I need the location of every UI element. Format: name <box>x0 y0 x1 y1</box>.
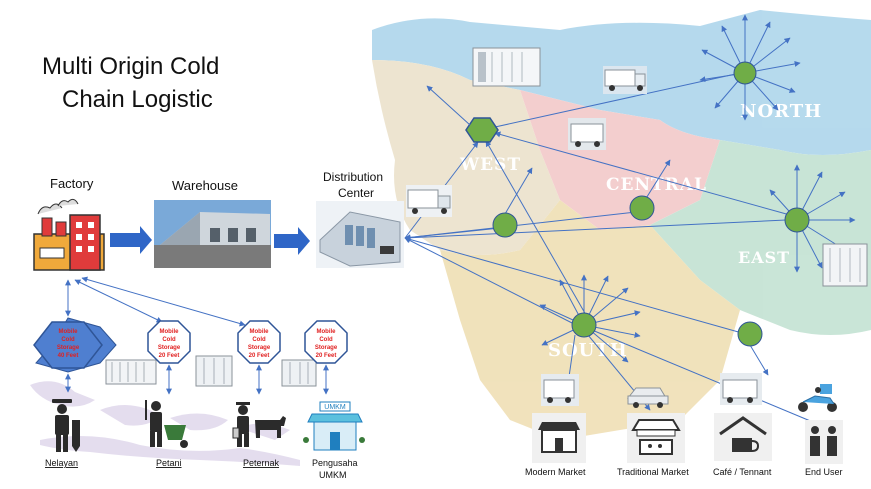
factory-label: Factory <box>50 176 94 191</box>
svg-text:Storage: Storage <box>158 345 181 351</box>
region-label-central: CENTRAL <box>606 175 707 195</box>
map-east-region <box>650 140 871 335</box>
origin-label-pengusaha-line1: Pengusaha <box>312 458 358 468</box>
traditional-market-icon <box>627 413 685 463</box>
origin-label-petani: Petani <box>156 458 182 468</box>
container-20ft-photo-b <box>281 359 317 387</box>
modern-market-icon <box>532 413 586 463</box>
reefer-van-photo-central <box>568 118 606 150</box>
hub-west-hexagon <box>426 85 499 143</box>
cafe-icon <box>714 413 772 461</box>
region-label-west: WEST <box>459 155 521 175</box>
region-label-north: NORTH <box>740 101 822 122</box>
factory-icon <box>33 198 105 271</box>
svg-text:40 Feet: 40 Feet <box>58 353 79 359</box>
svg-text:Mobile: Mobile <box>59 329 79 335</box>
container-40ft-photo <box>105 359 157 385</box>
origin-label-pengusaha-line2: UMKM <box>319 470 347 480</box>
svg-text:Mobile: Mobile <box>317 329 337 335</box>
svg-text:Cold: Cold <box>61 337 75 343</box>
minivan-photo <box>626 387 669 408</box>
hub-south-star <box>539 274 641 363</box>
farmer-icon <box>145 400 188 448</box>
svg-text:Cold: Cold <box>162 337 176 343</box>
umkm-shop-icon: UMKM <box>303 401 365 451</box>
region-label-east: EAST <box>738 248 790 267</box>
reefer-truck-photo-west <box>406 185 452 217</box>
distribution-center-illustration <box>316 201 404 268</box>
svg-text:20 Feet: 20 Feet <box>249 353 270 359</box>
arrow-warehouse-to-distribution <box>274 227 310 255</box>
origin-label-peternak: Peternak <box>243 458 280 468</box>
svg-text:Storage: Storage <box>248 345 271 351</box>
warehouse-label: Warehouse <box>172 178 238 193</box>
link-factory-storage20-a <box>74 279 163 323</box>
reefer-van-photo-south <box>541 374 579 406</box>
svg-text:UMKM: UMKM <box>324 404 346 411</box>
hub-north-star <box>699 14 801 121</box>
distribution-label-line1: Distribution <box>323 170 383 184</box>
svg-text:Storage: Storage <box>315 345 338 351</box>
destination-label-traditional-market: Traditional Market <box>617 467 689 477</box>
svg-text:Cold: Cold <box>319 337 333 343</box>
svg-text:Cold: Cold <box>252 337 266 343</box>
svg-text:Mobile: Mobile <box>250 329 270 335</box>
motorbike-photo <box>798 384 837 412</box>
storage-20ft-octagon-petani: Mobile Cold Storage 20 Feet <box>147 320 191 364</box>
svg-text:Storage: Storage <box>57 345 80 351</box>
svg-text:20 Feet: 20 Feet <box>316 353 337 359</box>
warehouse-photo <box>154 200 271 268</box>
hub-central-green <box>629 195 655 221</box>
fisherman-icon <box>52 399 80 452</box>
storage-20ft-octagon-umkm: Mobile Cold Storage 20 Feet <box>304 320 348 364</box>
destination-label-end-user: End User <box>805 467 843 477</box>
arrow-factory-to-warehouse <box>110 226 152 254</box>
diagram-title-line2: Chain Logistic <box>62 86 213 113</box>
storage-40ft-hexagon: Mobile Cold Storage 40 Feet <box>33 317 117 373</box>
container-20ft-photo-a <box>195 355 233 387</box>
distribution-label-line2: Center <box>338 186 374 200</box>
hub-west-green <box>492 212 518 238</box>
diagram-title-line1: Multi Origin Cold <box>42 53 219 80</box>
hub-east-star <box>769 164 856 273</box>
svg-text:20 Feet: 20 Feet <box>159 353 180 359</box>
rancher-icon <box>232 402 286 447</box>
reefer-truck-photo-north <box>603 66 647 94</box>
end-user-icon <box>805 420 843 464</box>
reefer-container-photo-top <box>472 47 541 87</box>
link-factory-storage20-b <box>81 276 246 327</box>
delivery-van-photo <box>720 373 762 405</box>
origin-label-nelayan: Nelayan <box>45 458 78 468</box>
destination-label-modern-market: Modern Market <box>525 467 586 477</box>
hub-southeast-green <box>737 321 769 376</box>
region-label-south: SOUTH <box>548 340 628 361</box>
destination-label-cafe: Café / Tennant <box>713 467 772 477</box>
reefer-container-photo-east <box>822 243 868 287</box>
svg-text:Mobile: Mobile <box>160 329 180 335</box>
storage-20ft-octagon-peternak: Mobile Cold Storage 20 Feet <box>237 320 281 364</box>
